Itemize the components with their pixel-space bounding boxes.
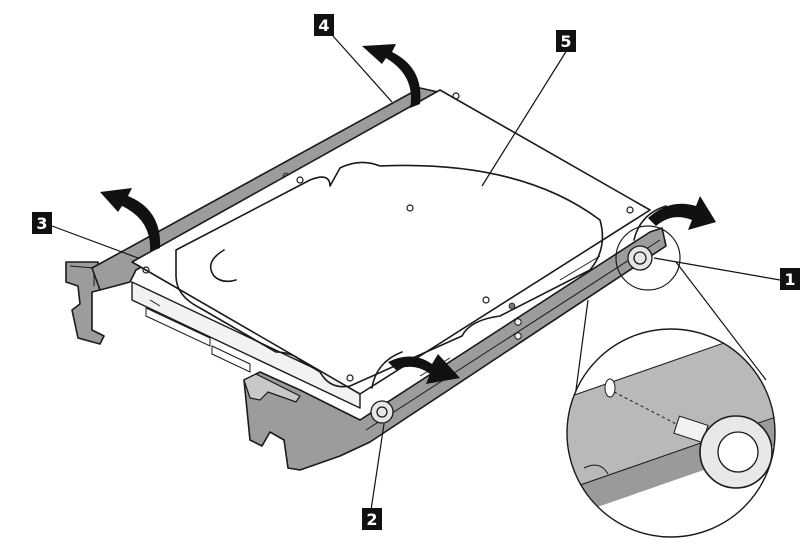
callout-5: 5 (556, 30, 576, 52)
arrow-lift-back-top (362, 44, 421, 108)
callout-4: 4 (314, 14, 334, 36)
callout-1: 1 (780, 268, 800, 290)
pin-front-left (370, 400, 394, 424)
svg-text:5: 5 (560, 32, 571, 51)
bracket-front-rail (243, 227, 667, 471)
pin-front-right (615, 225, 681, 291)
svg-text:1: 1 (784, 270, 795, 289)
callout-2: 2 (362, 508, 382, 530)
zoom-detail (566, 261, 776, 538)
callout-3: 3 (32, 212, 52, 234)
hard-drive-top (131, 89, 651, 395)
svg-text:3: 3 (36, 214, 47, 233)
arrow-lift-back-left (100, 188, 161, 252)
leader-lines (51, 35, 781, 511)
svg-text:4: 4 (318, 16, 329, 35)
drive-connector-side (131, 281, 361, 409)
arrow-pull-front (371, 351, 460, 389)
svg-text:2: 2 (366, 510, 377, 529)
arrow-pull-right (633, 196, 716, 241)
